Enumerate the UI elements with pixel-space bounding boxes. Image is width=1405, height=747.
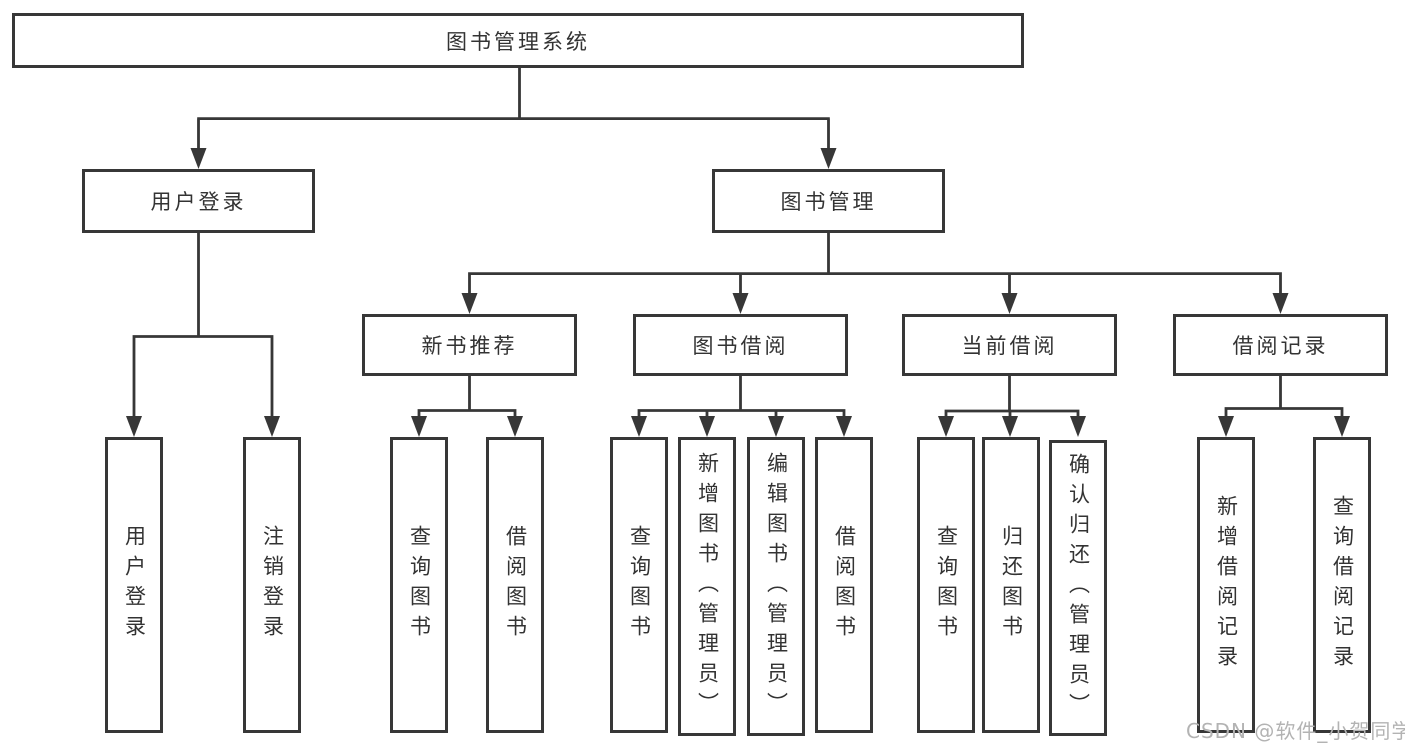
arrowhead-down-icon bbox=[938, 416, 954, 437]
leaf-query-book-2-label: 查询图书 bbox=[627, 525, 652, 645]
node-root-label: 图书管理系统 bbox=[446, 29, 590, 54]
connector-borrow-records-arrowheads bbox=[1218, 416, 1350, 437]
arrowhead-down-icon bbox=[1001, 293, 1018, 314]
connector-borrow-records-to-leaves bbox=[1224, 376, 1344, 419]
node-new-book-recommend: 新书推荐 bbox=[362, 314, 577, 376]
arrowhead-down-icon bbox=[699, 416, 715, 437]
arrowhead-down-icon bbox=[1272, 293, 1289, 314]
leaf-return-book-label: 归还图书 bbox=[999, 525, 1024, 645]
leaf-query-borrow-record: 查询借阅记录 bbox=[1313, 437, 1371, 733]
arrowhead-down-icon bbox=[190, 148, 207, 169]
leaf-add-book-label: 新增图书（管理员） bbox=[695, 451, 720, 722]
leaf-query-book-1: 查询图书 bbox=[390, 437, 448, 733]
arrowhead-down-icon bbox=[264, 416, 280, 437]
connector-new-book-arrowheads bbox=[411, 416, 523, 437]
node-current-borrow-label: 当前借阅 bbox=[961, 334, 1058, 358]
node-user-login-label: 用户登录 bbox=[150, 190, 247, 214]
leaf-user-login: 用户登录 bbox=[105, 437, 163, 733]
watermark-text: CSDN @软件_小贺同学 bbox=[1186, 719, 1405, 743]
arrowhead-down-icon bbox=[1334, 416, 1350, 437]
arrowhead-down-icon bbox=[1218, 416, 1234, 437]
arrowhead-down-icon bbox=[126, 416, 142, 437]
leaf-user-login-label: 用户登录 bbox=[122, 525, 147, 645]
connector-user-login-arrowheads bbox=[126, 416, 280, 437]
node-book-borrow-label: 图书借阅 bbox=[692, 334, 789, 358]
connector-book-borrow-to-leaves bbox=[637, 376, 846, 419]
connector-user-login-to-leaves bbox=[132, 233, 274, 419]
leaf-borrow-book-1: 借阅图书 bbox=[486, 437, 544, 733]
arrowhead-down-icon bbox=[411, 416, 427, 437]
leaf-query-book-2: 查询图书 bbox=[610, 437, 668, 733]
node-user-login: 用户登录 bbox=[82, 169, 315, 233]
connector-new-book-to-leaves bbox=[417, 376, 517, 419]
leaf-query-borrow-record-label: 查询借阅记录 bbox=[1330, 495, 1355, 675]
leaf-return-book: 归还图书 bbox=[982, 437, 1040, 733]
leaf-borrow-book-2: 借阅图书 bbox=[815, 437, 873, 733]
node-root: 图书管理系统 bbox=[12, 13, 1024, 68]
leaf-confirm-return: 确认归还（管理员） bbox=[1049, 440, 1107, 736]
leaf-query-book-3: 查询图书 bbox=[917, 437, 975, 733]
arrowhead-down-icon bbox=[507, 416, 523, 437]
connector-root-to-level2 bbox=[197, 68, 830, 151]
node-new-book-recommend-label: 新书推荐 bbox=[421, 334, 518, 358]
leaf-query-book-1-label: 查询图书 bbox=[407, 525, 432, 645]
connector-book-borrow-arrowheads bbox=[631, 416, 852, 437]
arrowhead-down-icon bbox=[461, 293, 478, 314]
leaf-add-borrow-record-label: 新增借阅记录 bbox=[1214, 495, 1239, 675]
arrowhead-down-icon bbox=[1002, 416, 1018, 437]
arrowhead-down-icon bbox=[732, 293, 749, 314]
arrowhead-down-icon bbox=[820, 148, 837, 169]
connector-root-to-level2-arrowheads bbox=[190, 148, 837, 169]
node-borrow-records: 借阅记录 bbox=[1173, 314, 1388, 376]
leaf-logout: 注销登录 bbox=[243, 437, 301, 733]
arrowhead-down-icon bbox=[768, 416, 784, 437]
leaf-borrow-book-2-label: 借阅图书 bbox=[832, 525, 857, 645]
leaf-logout-label: 注销登录 bbox=[260, 525, 285, 645]
leaf-query-book-3-label: 查询图书 bbox=[934, 525, 959, 645]
leaf-edit-book: 编辑图书（管理员） bbox=[747, 437, 805, 736]
leaf-add-borrow-record: 新增借阅记录 bbox=[1197, 437, 1255, 733]
node-book-borrow: 图书借阅 bbox=[633, 314, 848, 376]
node-book-management-label: 图书管理 bbox=[780, 190, 877, 214]
node-current-borrow: 当前借阅 bbox=[902, 314, 1117, 376]
connector-book-management-arrowheads bbox=[461, 293, 1289, 314]
arrowhead-down-icon bbox=[836, 416, 852, 437]
arrowhead-down-icon bbox=[1070, 416, 1086, 437]
leaf-confirm-return-label: 确认归还（管理员） bbox=[1066, 453, 1091, 723]
node-borrow-records-label: 借阅记录 bbox=[1232, 334, 1329, 358]
connector-current-borrow-arrowheads bbox=[938, 416, 1086, 437]
leaf-edit-book-label: 编辑图书（管理员） bbox=[764, 451, 789, 722]
node-book-management: 图书管理 bbox=[712, 169, 945, 233]
connector-book-management-to-level3 bbox=[468, 233, 1282, 296]
arrowhead-down-icon bbox=[631, 416, 647, 437]
connector-current-borrow-to-leaves bbox=[944, 376, 1080, 419]
leaf-add-book: 新增图书（管理员） bbox=[678, 437, 736, 736]
leaf-borrow-book-1-label: 借阅图书 bbox=[503, 525, 528, 645]
